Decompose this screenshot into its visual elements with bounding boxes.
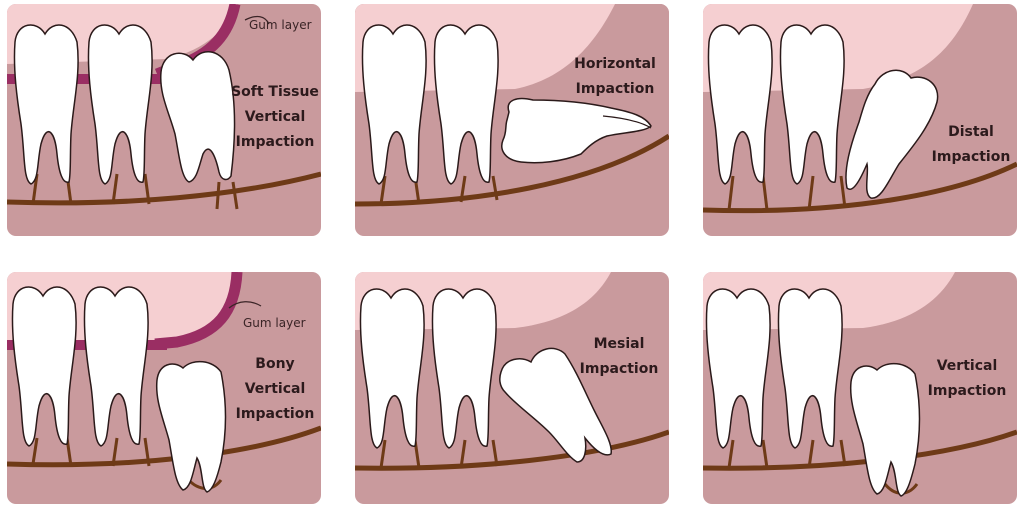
first-molar [13,24,79,185]
impacted-third-molar [849,362,921,497]
panel-label: Mesial Impaction [571,332,667,382]
panel-distal: Distal Impaction [703,4,1017,236]
first-molar [361,24,427,185]
label-line: Vertical [244,381,306,397]
panel-label: Horizontal Impaction [565,52,665,102]
label-line: Impaction [579,361,659,377]
label-line: Distal [948,124,994,140]
second-molar [433,24,499,185]
label-line: Impaction [575,81,655,97]
horizontal-diagram [355,4,669,236]
impacted-third-molar [845,69,939,199]
label-line: Impaction [931,149,1011,165]
panel-label: Soft Tissue Vertical Impaction [229,80,321,155]
panel-soft-tissue-vertical: Gum layer Soft Tissue Vertical Impaction [7,4,321,236]
mesial-diagram [355,272,669,504]
first-molar [705,288,771,449]
second-molar [87,24,153,185]
panel-horizontal: Horizontal Impaction [355,4,669,236]
second-molar [779,24,845,185]
impacted-third-molar [155,360,227,493]
gum-layer-label: Gum layer [249,18,312,32]
first-molar [359,288,425,449]
impacted-third-molar [160,50,236,183]
second-molar [431,288,497,449]
label-line: Vertical [936,358,998,374]
distal-diagram [703,4,1017,236]
panel-mesial: Mesial Impaction [355,272,669,504]
panel-label: Vertical Impaction [919,354,1015,404]
label-line: Impaction [235,406,315,422]
panel-label: Bony Vertical Impaction [229,352,321,427]
second-molar [83,286,149,447]
impacted-third-molar [501,97,652,164]
label-line: Horizontal [574,56,656,72]
second-molar [777,288,843,449]
first-molar [11,286,77,447]
label-line: Vertical [244,109,306,125]
label-line: Impaction [927,383,1007,399]
label-line: Soft Tissue [231,84,319,100]
bony-vertical-diagram [7,272,321,504]
vertical-diagram [703,272,1017,504]
impacted-third-molar [499,347,612,463]
gum-layer-label: Gum layer [243,316,306,330]
label-line: Bony [255,356,295,372]
soft-tissue-vertical-diagram [7,4,321,236]
panel-label: Distal Impaction [925,120,1017,170]
panel-bony-vertical: Gum layer Bony Vertical Impaction [7,272,321,504]
label-line: Impaction [235,134,315,150]
panel-vertical: Vertical Impaction [703,272,1017,504]
label-line: Mesial [593,336,645,352]
first-molar [707,24,773,185]
